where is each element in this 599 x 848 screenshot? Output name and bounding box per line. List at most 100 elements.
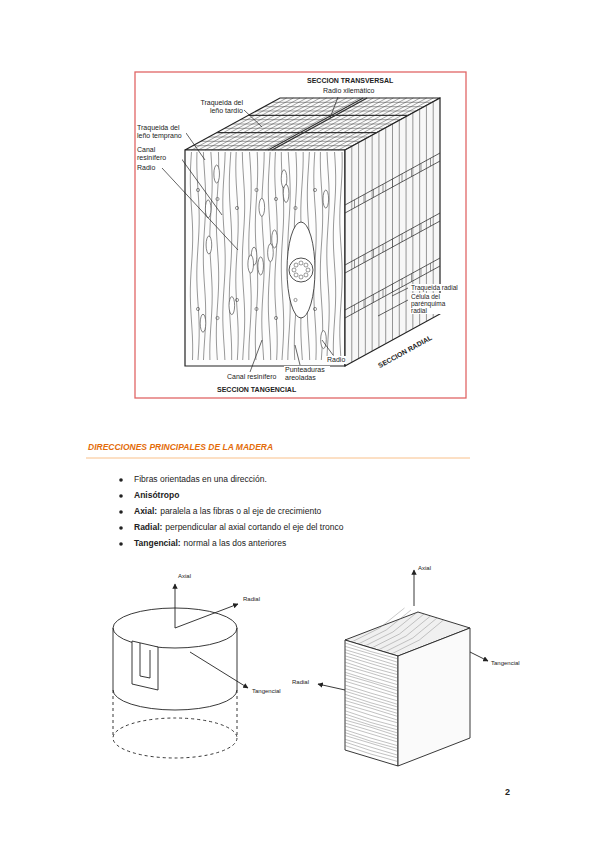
growth-ring (378, 616, 430, 650)
bullet-text: Axial: (134, 506, 157, 516)
tracheid (229, 152, 231, 360)
bullet-dot (119, 526, 123, 530)
tracheid (262, 152, 264, 360)
part-label: Traqueida del leño tardío (190, 99, 244, 114)
leader-line (322, 340, 333, 355)
part-label: Canal resinífero (136, 146, 182, 161)
bullet-dot (119, 542, 123, 546)
cylinder-side (113, 628, 114, 690)
ray-cell (430, 263, 431, 271)
grain-line (345, 698, 398, 714)
figure-frame (135, 72, 466, 398)
part-label: Radio (136, 164, 156, 172)
cell-wall (225, 128, 385, 129)
tracheid (351, 146, 352, 362)
cylinder-dashed (113, 690, 114, 738)
grain-line (345, 720, 398, 736)
wood-cells (190, 98, 440, 362)
cell-wall (272, 102, 432, 103)
ray (272, 98, 367, 150)
grain-line (345, 694, 398, 710)
ray-lens (283, 184, 289, 202)
grain-line (345, 688, 398, 704)
epithelial-cell (299, 275, 303, 279)
bullet-item: Tangencial:normal a las dos anteriores (134, 538, 286, 548)
bullet-item: Radial:perpendicular al axial cortando e… (134, 522, 343, 532)
axis-label: Axial (418, 565, 431, 572)
bullet-item: Anisótropo (134, 490, 179, 500)
ray-lens (259, 198, 265, 216)
tracheid (406, 117, 407, 333)
epithelial-cell (294, 273, 298, 277)
tracheid (333, 152, 335, 360)
leader-line (295, 345, 300, 365)
epithelial-cell (299, 261, 303, 265)
growth-ring (352, 608, 405, 642)
bullet-dot (119, 510, 123, 514)
leader-line (186, 133, 205, 160)
radial-ray (345, 221, 440, 273)
axis-arrow (190, 652, 248, 688)
bullet-text: paralela a las fibras o al eje de crecim… (160, 506, 321, 516)
part-label: Punteaduras areoladas (284, 366, 330, 381)
block-figure (318, 570, 488, 766)
grain-line (345, 646, 398, 662)
bordered-pit (196, 307, 199, 310)
ray-cell (421, 223, 422, 231)
axis-arrow (318, 684, 345, 690)
epithelial-cell (292, 268, 296, 272)
ray-cell (402, 279, 403, 287)
cylinder-figure (113, 584, 248, 758)
axis-label: Tangencial (491, 660, 520, 667)
fusiform-ray (287, 222, 315, 318)
ray-cell (364, 255, 365, 263)
ray-cell (411, 229, 412, 237)
ray-cell (421, 268, 422, 276)
ray-lens (214, 165, 220, 183)
grain-line (345, 675, 398, 691)
cell-wall (240, 119, 400, 120)
section-label: SECCION TRANSVERSAL (306, 77, 394, 85)
tracheid (236, 152, 238, 360)
ray-cell (392, 239, 393, 247)
epithelial-cell (304, 263, 308, 267)
grain-line (345, 701, 398, 717)
axis-label: Radial (292, 679, 309, 686)
tracheid (340, 152, 342, 360)
ray-cell (411, 274, 412, 282)
part-label: Radio xilemático (322, 87, 375, 95)
ray-cell (373, 249, 374, 257)
bordered-pit (294, 206, 297, 209)
heading-rule (86, 458, 470, 459)
ray-lens (206, 236, 212, 254)
tangential-face (185, 150, 345, 366)
ray-cell (430, 158, 431, 166)
cylinder-edge (113, 690, 237, 710)
growth-ring (365, 612, 418, 646)
tracheid (327, 152, 329, 360)
cell-wall (233, 124, 393, 125)
leader-lines (162, 97, 408, 372)
axis-arrow (175, 584, 176, 628)
bullet-dot (119, 494, 123, 498)
cylinder-dashed (237, 690, 238, 738)
ray-cell (383, 184, 384, 192)
ray-cell (402, 234, 403, 242)
ray-lens (321, 331, 327, 349)
leader-line (244, 110, 262, 127)
ray-lens (248, 255, 254, 273)
leader-line (178, 154, 222, 215)
ray-lens (268, 244, 274, 262)
axis-arrow (470, 652, 488, 661)
ray-lens (229, 297, 235, 315)
ray-cell (364, 195, 365, 203)
grain-line (345, 652, 398, 668)
leader-line (378, 300, 408, 316)
tracheid (275, 152, 277, 360)
wood-grain (345, 608, 444, 762)
page-number: 2 (505, 788, 510, 798)
tracheid (365, 139, 366, 355)
tracheid (210, 152, 212, 360)
growth-ring (372, 614, 425, 648)
ray-cell (383, 289, 384, 297)
